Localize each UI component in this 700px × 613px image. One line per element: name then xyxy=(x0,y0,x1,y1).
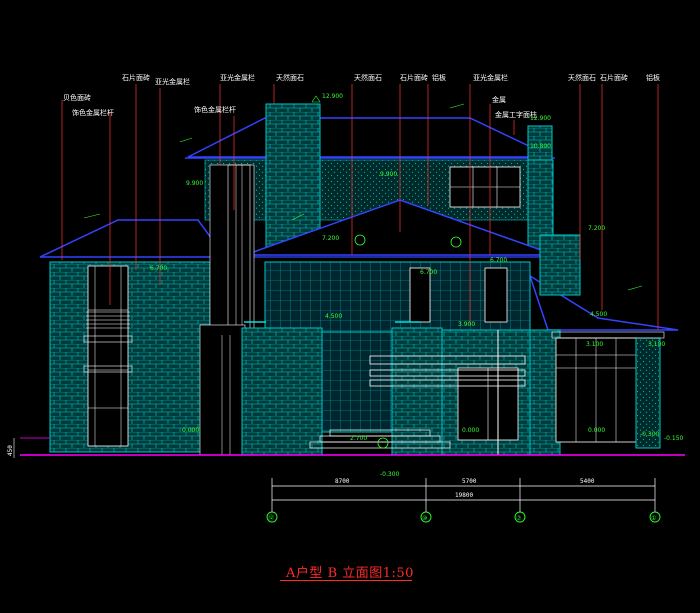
dimension-segment: 5400 xyxy=(580,478,595,485)
level-mark: 3.100 xyxy=(586,341,603,348)
callout-label: 金属 xyxy=(492,95,506,104)
central-window xyxy=(409,267,431,323)
level-mark: -0.150 xyxy=(664,435,684,442)
axis-bubble: ⑫ xyxy=(266,511,278,523)
dimension-total: 19800 xyxy=(455,492,473,499)
callout-labels: 贝色面砖 饰色金属栏杆 石片面砖 亚光金属栏 亚光金属栏 饰色金属栏杆 天然面石… xyxy=(63,73,660,119)
callout-label: 天然面石 xyxy=(276,73,304,82)
left-window xyxy=(87,265,129,447)
callout-label: 饰色金属栏杆 xyxy=(194,105,236,114)
level-mark: 6.700 xyxy=(490,257,507,264)
upper-roof xyxy=(187,117,553,158)
axis-bubble: ⑦ xyxy=(514,511,526,523)
level-mark: 0.000 xyxy=(462,427,479,434)
drawing-title: A户型 B 立面图1:50 xyxy=(286,566,414,581)
level-mark: 7.200 xyxy=(588,225,605,232)
svg-text:⑩: ⑩ xyxy=(422,515,427,522)
level-mark: 3.100 xyxy=(648,341,665,348)
level-marks: 12.900 12.900 10.800 9.900 9.900 7.200 7… xyxy=(83,93,684,478)
callout-label: 铝板 xyxy=(646,73,660,82)
title-underline xyxy=(280,580,412,581)
chimney xyxy=(265,103,321,255)
level-mark: -0.300 xyxy=(380,471,400,478)
level-mark: -0.300 xyxy=(640,431,660,438)
level-mark: 7.200 xyxy=(322,235,339,242)
callout-label: 饰色金属栏杆 xyxy=(72,108,114,117)
dimension-chain xyxy=(271,478,656,512)
callout-leaders xyxy=(61,84,659,330)
callout-label: 金属工字面柱 xyxy=(495,110,537,119)
level-mark: 0.000 xyxy=(588,427,605,434)
level-mark: 3.900 xyxy=(458,321,475,328)
callout-label: 石片面砖 xyxy=(600,73,628,82)
level-mark: 0.000 xyxy=(182,427,199,434)
level-mark: 9.900 xyxy=(380,171,397,178)
level-mark: 9.900 xyxy=(186,180,203,187)
callout-label: 亚光金属栏 xyxy=(220,73,255,82)
level-mark: 2.700 xyxy=(350,435,367,442)
level-mark: 4.500 xyxy=(590,311,607,318)
dimension-segment: 5700 xyxy=(462,478,477,485)
svg-text:⑦: ⑦ xyxy=(516,515,522,522)
svg-text:⑫: ⑫ xyxy=(268,514,274,522)
callout-label: 亚光金属栏 xyxy=(473,73,508,82)
level-mark: 6.700 xyxy=(420,269,437,276)
callout-label: 贝色面砖 xyxy=(63,93,91,102)
callout-label: 石片面砖 xyxy=(400,73,428,82)
axis-markers: ⑫ ⑩ ⑦ ① xyxy=(266,511,661,523)
level-mark: 6.700 xyxy=(150,265,167,272)
level-mark: 10.800 xyxy=(530,143,551,150)
callout-label: 天然面石 xyxy=(354,73,382,82)
level-mark: 12.900 xyxy=(322,93,343,100)
left-wing-wall xyxy=(49,261,211,453)
callout-label: 亚光金属栏 xyxy=(155,77,190,86)
grade-dimension: 450 xyxy=(7,445,14,456)
callout-label: 石片面砖 xyxy=(122,73,150,82)
right-lower-roof xyxy=(528,274,679,331)
callout-label: 铝板 xyxy=(432,73,446,82)
dimension-segment: 8700 xyxy=(335,478,350,485)
axis-bubble: ① xyxy=(649,511,661,523)
level-mark: 12.900 xyxy=(530,115,551,122)
ground-wall-left xyxy=(241,327,323,456)
right-wing-wall xyxy=(529,329,561,456)
svg-text:①: ① xyxy=(651,515,656,522)
axis-bubble: ⑩ xyxy=(420,511,432,523)
left-roof xyxy=(39,219,227,258)
callout-label: 天然面石 xyxy=(568,73,596,82)
level-mark: 4.500 xyxy=(325,313,342,320)
building-facade xyxy=(20,103,685,456)
